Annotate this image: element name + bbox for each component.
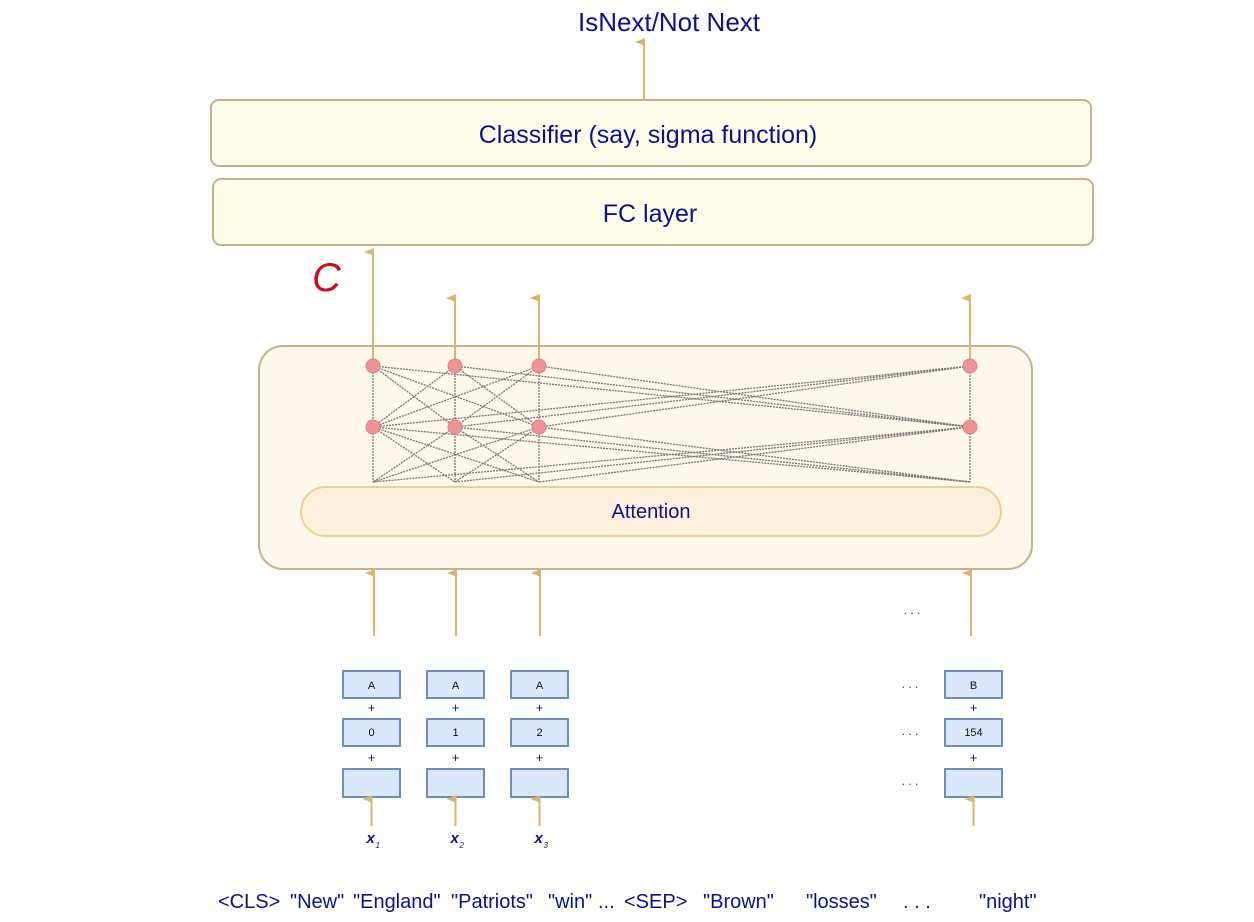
node-circle — [365, 358, 381, 374]
plus-sign: + — [536, 700, 544, 715]
sentence-token: ... — [598, 891, 615, 913]
sentence-token: "win" — [548, 891, 592, 913]
segment-label: A — [536, 680, 544, 692]
ellipsis: . . . — [902, 774, 919, 788]
token-output-arrows — [364, 248, 971, 360]
sentence-token: "night" — [979, 891, 1037, 913]
input-symbol: x — [450, 830, 460, 847]
segment-label: A — [452, 680, 460, 692]
connection-line — [372, 365, 971, 428]
plus-sign: + — [368, 750, 376, 765]
input-symbol: x — [366, 830, 376, 847]
position-embedding-box — [510, 718, 569, 747]
token-embedding-box — [426, 768, 485, 798]
connection-line — [372, 426, 971, 483]
connection-line — [372, 426, 971, 483]
sentence-token: "losses" — [806, 891, 877, 913]
embedding-column: B +154 + — [944, 670, 1003, 826]
sentence-token: "England" — [353, 891, 441, 913]
token-embedding-box — [944, 768, 1003, 798]
position-label: 0 — [368, 727, 374, 739]
node-circle — [531, 358, 547, 374]
ellipsis: . . . — [902, 677, 919, 691]
attention-connections — [372, 365, 971, 483]
segment-embedding-box — [426, 670, 485, 699]
node-circle — [447, 419, 463, 435]
encoder-input-arrows — [365, 569, 972, 636]
sentence-token: <CLS> — [218, 891, 280, 913]
plus-sign: + — [452, 750, 460, 765]
input-symbol: x — [534, 830, 544, 847]
input-sentence: <CLS> "New" "England" "Patriots" "win"... <SE… — [218, 891, 1037, 913]
sentence-token: <SEP> — [624, 891, 687, 913]
connection-line — [454, 426, 540, 483]
node-circle — [962, 419, 978, 435]
position-embedding-box — [944, 718, 1003, 747]
ellipsis: . . . — [904, 603, 921, 617]
position-label: 1 — [452, 727, 458, 739]
segment-embedding-box — [944, 670, 1003, 699]
fc-layer-box: FC layer — [212, 178, 1094, 246]
attention-label: Attention — [612, 501, 691, 523]
node-circle — [447, 358, 463, 374]
segment-embedding-box — [510, 670, 569, 699]
sentence-token: "Patriots" — [451, 891, 533, 913]
node-circle — [962, 358, 978, 374]
output-label: IsNext/Not Next — [578, 7, 761, 37]
plus-sign: + — [970, 700, 978, 715]
connection-line — [372, 365, 540, 428]
plus-sign: + — [536, 750, 544, 765]
token-embedding-box — [342, 768, 401, 798]
connection-line — [372, 365, 456, 428]
connection-line — [372, 426, 456, 483]
sentence-token: "Brown" — [703, 891, 774, 913]
hidden-nodes — [365, 358, 978, 435]
fc-layer-label: FC layer — [603, 200, 697, 228]
connection-line — [454, 426, 540, 483]
position-label: 154 — [964, 727, 982, 739]
classifier-label: Classifier (say, sigma function) — [479, 121, 818, 149]
ellipsis: . . . — [902, 724, 919, 738]
connection-line — [454, 365, 540, 428]
sentence-token: "New" — [290, 891, 344, 913]
segment-label: A — [368, 680, 376, 692]
position-label: 2 — [536, 727, 542, 739]
connection-line — [454, 365, 971, 428]
classifier-box: Classifier (say, sigma function) — [210, 99, 1092, 167]
connection-line — [538, 426, 971, 483]
position-embedding-box — [426, 718, 485, 747]
connection-line — [454, 426, 971, 483]
sentence-token: . . . — [903, 891, 931, 913]
segment-embedding-box — [342, 670, 401, 699]
connection-line — [372, 426, 540, 483]
connection-line — [538, 365, 971, 428]
segment-label: B — [970, 680, 977, 692]
input-subscript: 2 — [459, 841, 465, 850]
plus-sign: + — [970, 750, 978, 765]
input-subscript: 1 — [376, 841, 380, 850]
node-circle — [365, 419, 381, 435]
ellipsis-markers: . . . . . . . . . . . . — [902, 603, 921, 788]
plus-sign: + — [452, 700, 460, 715]
token-embedding-box — [510, 768, 569, 798]
node-circle — [531, 419, 547, 435]
attention-box: Attention — [300, 486, 1002, 537]
cls-output-label: C — [312, 256, 342, 300]
plus-sign: + — [368, 700, 376, 715]
input-subscript: 3 — [544, 841, 549, 850]
position-embedding-box — [342, 718, 401, 747]
